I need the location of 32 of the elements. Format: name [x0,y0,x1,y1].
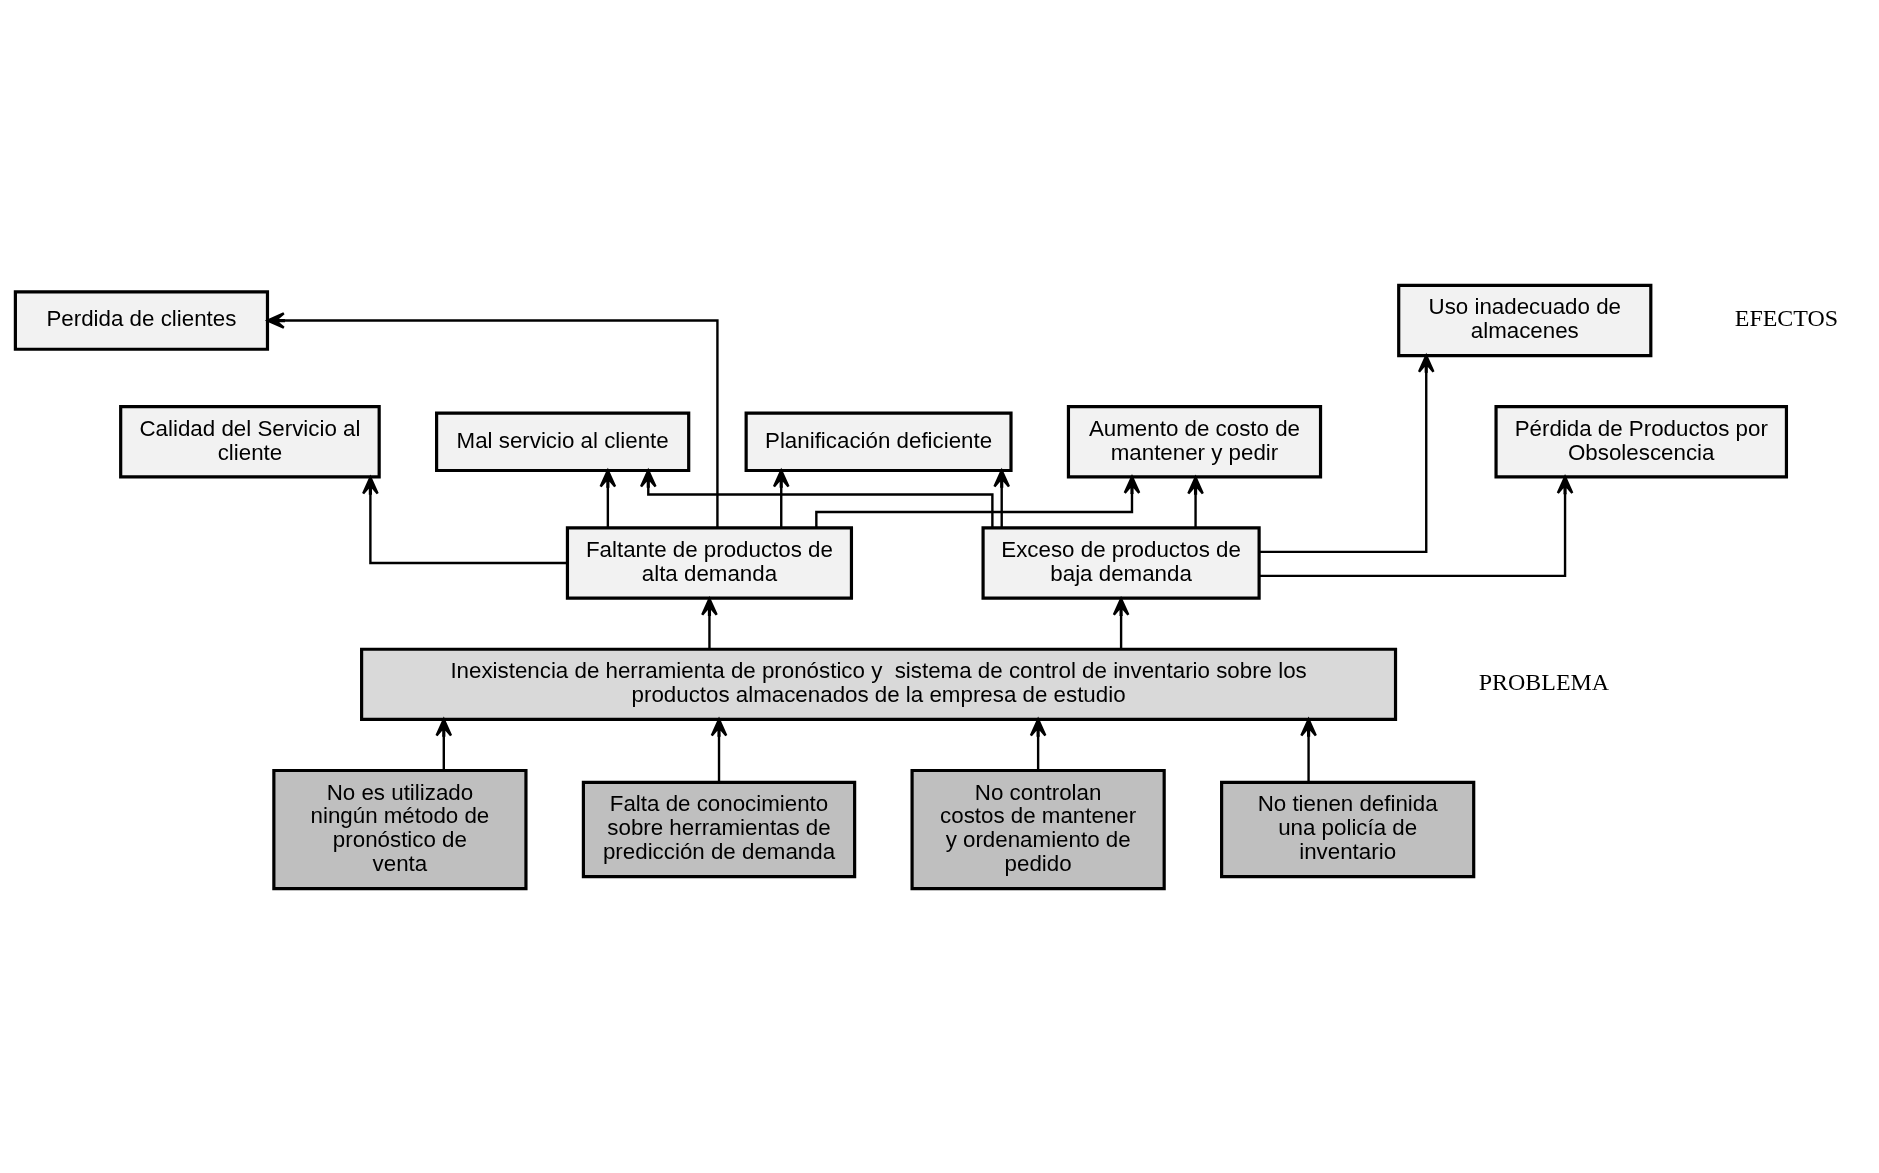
arrow [434,717,452,770]
node-box: Mal servicio al cliente [434,411,690,472]
node-box: No controlan costos de mantener y ordenamiento de pedido [910,768,1166,890]
node-box: Calidad del Servicio al cliente [118,404,381,478]
arrow [266,311,719,528]
label: PROBLEMA [1478,668,1609,695]
node-box: Falta de conocimiento sobre herramientas de predicción de demanda [581,780,856,878]
label: EFECTOS [1734,304,1838,331]
arrow [361,475,567,564]
node-box: Uso inadecuado de almacenes [1396,283,1652,357]
node-box: Inexistencia de herramienta de pronóstico y sistema de control de inventario sobre los productos almacenados de la empresa de estudio [359,647,1397,721]
arrow [639,468,994,528]
arrow [1299,717,1317,782]
node-box: No es utilizado ningún método de pronóstico de venta [271,768,528,890]
node-box: Pérdida de Productos por Obsolescencia [1493,404,1788,478]
node-box: Exceso de productos de baja demanda [981,525,1261,600]
node-box: Faltante de productos de alta demanda [565,525,853,600]
arrow [1258,354,1435,553]
arrow [710,717,727,782]
arrow [599,468,616,528]
arrow [1258,475,1573,577]
arrow [772,468,790,528]
arrow [1029,717,1046,770]
node-box: Planificación deficiente [744,411,1013,472]
arrow [992,468,1010,528]
arrow [814,475,1140,528]
arrow [700,597,718,649]
arrow [1186,475,1204,528]
arrow [1112,597,1129,649]
node-box: Aumento de costo de mantener y pedir [1066,404,1322,478]
node-box: Perdida de clientes [13,289,269,351]
node-box: No tienen definida una policía de inventario [1219,780,1475,878]
